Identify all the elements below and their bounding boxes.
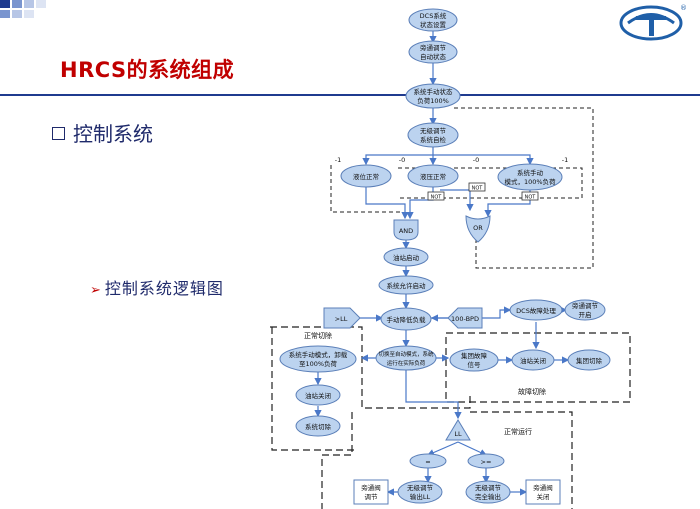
node-manual-mode-1: 系统手动 bbox=[517, 168, 544, 177]
label-minus1-left: -1 bbox=[335, 156, 341, 164]
label-normal-run: 正常运行 bbox=[504, 427, 532, 436]
node-self-check-2: 系统自检 bbox=[420, 135, 447, 144]
bullet-logic-diagram-label: 控制系统逻辑图 bbox=[104, 279, 224, 298]
node-dcs-label-1: DCS系统 bbox=[420, 11, 447, 20]
node-group-fault-1: 集团故障 bbox=[461, 351, 488, 360]
node-bypass-close-2: 关闭 bbox=[537, 492, 550, 501]
node-manual-mode-2: 模式，100%负荷 bbox=[504, 177, 556, 186]
node-output-full-1: 无级调节 bbox=[475, 483, 502, 492]
node-switch-auto-1: 切换至自动模式，系统 bbox=[378, 350, 434, 358]
node-bypass-open-1: 旁通调节 bbox=[572, 301, 599, 310]
node-switch-auto-2: 运行在实际负荷 bbox=[387, 359, 426, 367]
label-minus1-right: -1 bbox=[562, 156, 568, 164]
node-bypass-adjust-2: 调节 bbox=[365, 492, 379, 501]
node-bypass-auto-2: 自动状态 bbox=[420, 52, 447, 61]
node-system-allow: 系统允许启动 bbox=[387, 281, 427, 290]
label-normal-cut: 正常切除 bbox=[304, 331, 332, 340]
bullet-logic-diagram: ➢控制系统逻辑图 bbox=[90, 275, 224, 299]
square-bullet-icon bbox=[52, 127, 65, 140]
label-zero-left: -0 bbox=[399, 156, 405, 164]
node-pump-stop: 油站关闭 bbox=[305, 391, 331, 400]
bullet-control-system: 控制系统 bbox=[52, 118, 153, 147]
node-group-fault-2: 信号 bbox=[468, 360, 482, 369]
slide-title: HRCS的系统组成 bbox=[60, 58, 235, 82]
node-cut-manual-2: 至100%负荷 bbox=[299, 359, 338, 368]
node-gt-ll: >LL bbox=[335, 315, 348, 323]
node-self-check-1: 无级调节 bbox=[420, 126, 447, 135]
node-eq-right: >= bbox=[481, 458, 492, 466]
node-dcs-fault: DCS故障处理 bbox=[516, 306, 556, 315]
node-output-ll-2: 输出LL bbox=[410, 492, 431, 501]
corner-decoration bbox=[0, 0, 46, 18]
node-group-cut: 集团切除 bbox=[576, 356, 603, 365]
node-bpd: 100-BPD bbox=[451, 315, 479, 323]
node-level-normal: 液位正常 bbox=[353, 172, 379, 181]
node-manual-reduce: 手动降低负载 bbox=[387, 315, 427, 324]
bullet-control-system-label: 控制系统 bbox=[73, 122, 153, 146]
not-gate-2: NOT bbox=[472, 186, 484, 192]
node-output-full-2: 完全输出 bbox=[475, 492, 501, 501]
or-gate: OR bbox=[473, 224, 483, 232]
not-gate-3: NOT bbox=[525, 195, 537, 201]
node-cut-manual-1: 系统手动模式，卸载 bbox=[289, 350, 348, 359]
logo-registered-mark: ® bbox=[680, 4, 687, 12]
node-system-cut: 系统切除 bbox=[305, 422, 332, 431]
node-eq-left: = bbox=[425, 458, 430, 466]
label-zero-right: -0 bbox=[473, 156, 479, 164]
node-bypass-auto-1: 旁通调节 bbox=[420, 43, 447, 52]
label-fault-cut: 故障切除 bbox=[518, 387, 546, 396]
ll-gate: LL bbox=[454, 430, 462, 438]
and-gate: AND bbox=[399, 227, 413, 235]
node-bypass-open-2: 开启 bbox=[579, 310, 592, 319]
node-dcs-label-2: 状态设置 bbox=[420, 20, 447, 29]
node-pump-start: 油站启动 bbox=[393, 253, 420, 262]
node-manual-state-1: 系统手动状态 bbox=[414, 87, 454, 96]
node-pressure-normal: 液压正常 bbox=[420, 172, 446, 181]
node-pump-stop-2: 油站关闭 bbox=[520, 356, 546, 365]
arrow-bullet-icon: ➢ bbox=[90, 283, 102, 298]
node-output-ll-1: 无级调节 bbox=[407, 483, 434, 492]
node-bypass-adjust-1: 旁通阀 bbox=[361, 483, 381, 492]
node-bypass-close-1: 旁通阀 bbox=[533, 483, 553, 492]
company-logo: ® bbox=[619, 4, 687, 41]
not-gate-1: NOT bbox=[431, 195, 443, 201]
title-underline bbox=[0, 94, 700, 96]
node-manual-state-2: 负荷100% bbox=[417, 96, 449, 105]
